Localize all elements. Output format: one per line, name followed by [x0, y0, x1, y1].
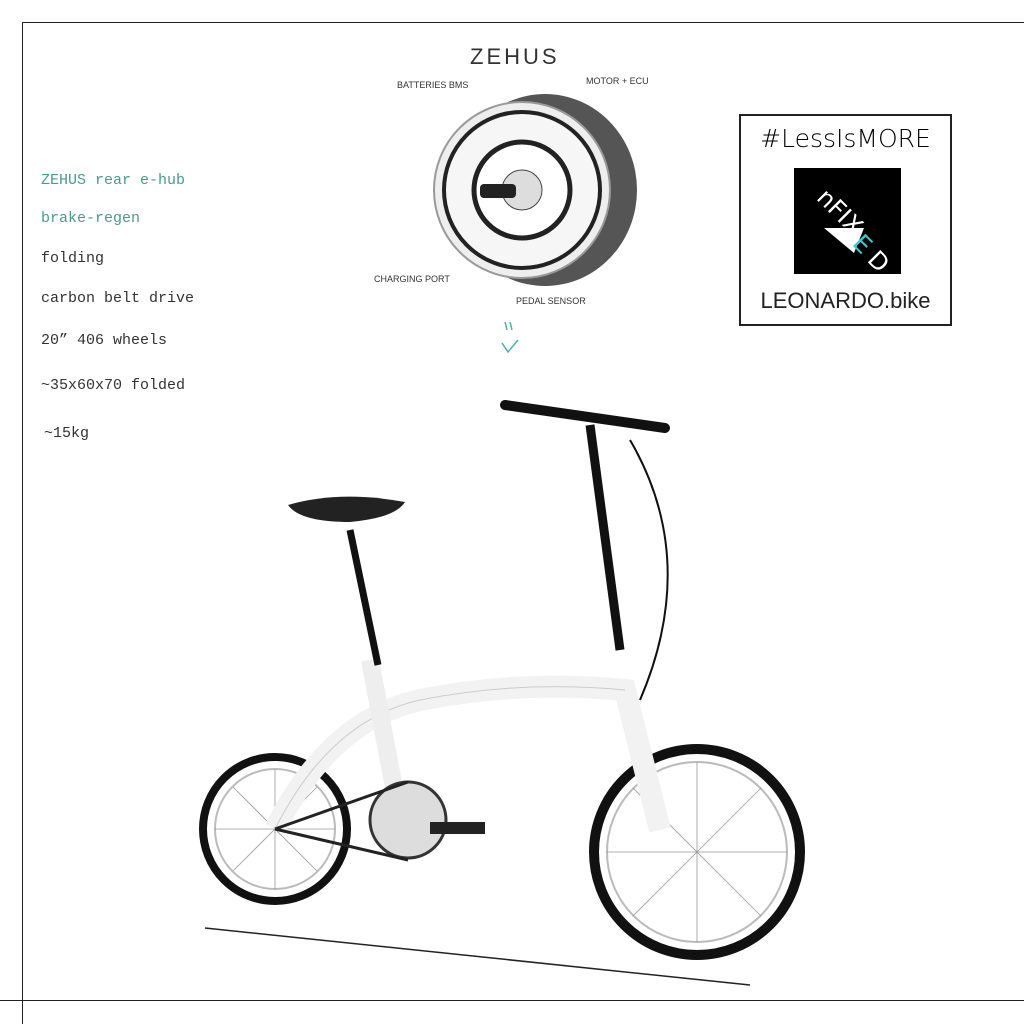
spec-item: 20” 406 wheels [41, 332, 168, 349]
frame-border-top [22, 22, 1024, 23]
label-pedal: PEDAL SENSOR [516, 296, 586, 306]
frame-border-bottom [0, 1000, 1024, 1001]
nfixed-logo-mark: nFIX E D [811, 183, 894, 274]
spec-item: ~35x60x70 folded [41, 377, 186, 394]
down-arrow-icon [501, 321, 519, 354]
spec-item: folding [41, 250, 105, 267]
spec-item: brake-regen [41, 210, 141, 227]
label-batteries: BATTERIES BMS [397, 80, 469, 90]
hub-motor-image [433, 94, 637, 286]
leonardo-badge: #LessIsMORE nFIX E D LEONARDO.bike [739, 114, 952, 326]
hashtag-less-is-more: #LessIsMORE [760, 124, 931, 153]
zehus-logo: ZEHUS [470, 44, 560, 69]
leonardo-site: LEONARDO.bike [760, 288, 931, 313]
spec-item: ZEHUS rear e-hub [41, 172, 186, 189]
spec-item: carbon belt drive [41, 290, 195, 307]
frame-border-left [22, 22, 23, 1024]
bicycle-image [199, 400, 805, 986]
label-motor: MOTOR + ECU [586, 76, 649, 86]
nfixed-logo: nFIX E D [794, 168, 901, 274]
label-charging: CHARGING PORT [374, 274, 450, 284]
spec-item: ~15kg [44, 425, 90, 442]
